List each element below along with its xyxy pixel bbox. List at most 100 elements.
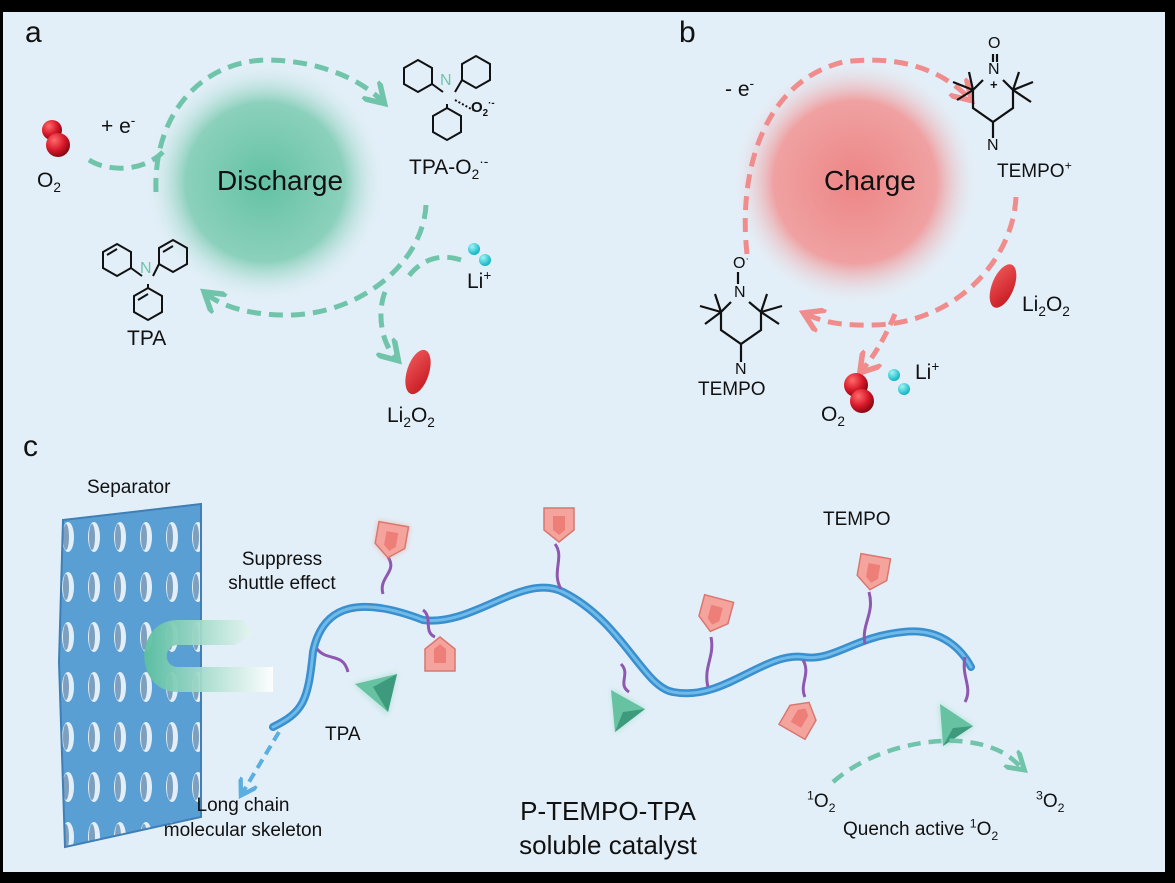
panel-c-letter: c [23,430,38,463]
ligand-sup: ·- [488,98,495,109]
triplet-main: O [1042,791,1058,812]
tpa-o2-structure-icon [403,54,491,142]
electron-sup: - [130,113,136,128]
o2-ligand-label: O2·- [471,98,495,119]
electron-gain-text: + e [101,115,131,138]
o2-label-a: O2 [37,169,61,195]
linker [315,647,350,673]
suppress-label: Suppress shuttle effect [207,550,357,593]
skeleton-pointer-arrow [243,730,281,792]
skeleton-label: Long chain molecular skeleton [143,796,343,840]
li2o2-sub1: 2 [403,415,411,431]
suppress-line1: Suppress [241,549,323,570]
catalyst-label: P-TEMPO-TPA soluble catalyst [473,798,743,858]
o2-main: O [37,169,54,192]
tempo-label-b: TEMPO [698,379,766,400]
tempo-unit-icon [698,593,735,633]
li-ion-label-a: Li+ [467,268,492,293]
tempo-unit-icon [374,520,410,559]
li2o2-label-b: Li2O2 [1022,293,1070,319]
panel-a-graphics [42,54,491,395]
charge-label: Charge [824,165,916,196]
o2-molecule-icon [42,120,70,157]
o2-molecule-icon [844,373,874,413]
li2o2-particle-icon [989,264,1017,308]
separator-label: Separator [87,477,171,498]
linker [421,608,436,639]
tempo-unit-icon [543,507,575,543]
charge-cycle-arrow-right [808,196,1019,325]
charge-glow [730,57,980,307]
quench-arrow [831,738,1021,784]
li-main: Li [915,361,932,384]
catalyst-line2: soluble catalyst [519,830,697,860]
tempo-structure-icon [699,272,783,362]
quench-o: O [976,819,992,840]
electron-sup: - [749,76,755,91]
n-atom-tpa: N [140,260,152,277]
li-ion-icon [468,243,491,266]
ligand-main: O [471,99,483,116]
tpa-o2-label: TPA-O2·- [409,154,489,182]
tpa-label-c: TPA [325,724,361,745]
li-sup: + [931,359,940,374]
plus-charge: + [990,77,998,92]
panel-c-graphics [57,502,1021,849]
electron-loss-text: - e [725,78,750,101]
tempo-unit-icon [424,636,456,672]
li2o2-particle-icon [405,349,431,395]
li2o2-sub2: 2 [427,415,435,431]
oxygen-radical: O· [733,254,749,272]
tpa-label-a: TPA [127,327,167,350]
li2o2-label-a: Li2O2 [387,404,435,430]
discharge-label: Discharge [217,165,344,196]
triplet-sub: 2 [1057,800,1065,815]
linker [705,636,714,688]
o2-main: O [821,403,838,426]
o2-sub: 2 [53,180,61,196]
tpa-o2-sup: ·- [479,154,489,169]
triplet-sup: 3 [1036,788,1043,803]
panel-b-letter: b [679,16,696,49]
quench-main: Quench active [843,819,970,840]
n-atom-tpa-o2: N [440,72,452,89]
tpa-unit-icon [611,688,646,734]
tempo-unit-icon [856,552,892,591]
o2-label-b: O2 [821,403,845,429]
panel-a-letter: a [25,16,42,49]
tpa-o2-sub: 2 [471,167,480,183]
singlet-oxygen-label: 1O2 [807,789,836,813]
discharge-cycle-arrow-top [153,57,381,193]
catalyst-line1: P-TEMPO-TPA [520,796,696,826]
li2o2-o: O [410,404,428,427]
linker [380,556,393,595]
quench-sup: 1 [969,816,977,831]
linker-group [315,543,970,703]
diagram-graphics [42,54,1034,849]
skeleton-line1: Long chain [196,795,290,816]
oxygen-atom-top: O [988,35,1001,52]
linker [962,656,970,703]
li2o2-li: Li [1022,293,1039,316]
o2-evolution-arrow [863,313,898,369]
linker [619,662,630,694]
tempo-label-c: TEMPO [823,509,891,530]
linker [862,591,872,645]
li2o2-sub1: 2 [1038,304,1046,320]
suppress-shuttle-arrow-icon [144,620,273,692]
separator-mesh-icon [57,502,202,849]
li-ion-arrow [406,254,462,279]
singlet-sub: 2 [828,800,836,815]
li-sup: + [483,268,492,283]
o2-reduction-arrow [87,150,165,171]
tpa-unit-icon [353,672,398,716]
nitrogen-atom-top: N [988,61,1000,78]
radical-o: O [733,255,746,272]
li-main: Li [467,270,484,293]
quench-label: Quench active 1O2 [843,816,998,841]
nitrogen-atom-tempo-amine: N [735,361,747,378]
li-ion-label-b: Li+ [915,359,940,384]
tempo-plus-structure-icon [952,54,1034,138]
singlet-main: O [813,791,829,812]
tempo-plus-main: TEMPO [997,161,1065,182]
